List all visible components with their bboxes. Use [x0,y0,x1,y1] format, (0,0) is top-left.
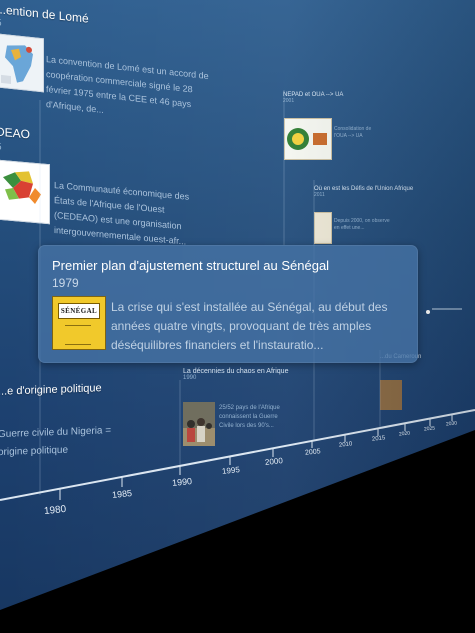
card-description: La crise qui s'est installée au Sénégal,… [111,300,388,352]
axis-line [0,409,475,501]
event-description-chaos: 25/52 pays de l'Afrique connaissent la G… [219,405,280,429]
event-thumbnail-chaos[interactable] [183,402,215,446]
event-year-chaos: 1990 [183,375,197,381]
event-thumbnail-lome[interactable] [0,33,44,93]
card-thumbnail-text-lines [65,325,91,345]
event-marker-dot [426,310,430,314]
nepad-logo-image [287,128,327,150]
axis-label-2020: 2020 [398,430,411,438]
axis-label-1990: 1990 [171,475,193,489]
event-defis[interactable]: Où en est les Défis de l'Union Afrique 2… [314,186,414,198]
card-year: 1979 [52,276,79,290]
event-year-nepad: 2001 [283,98,295,104]
event-title-chaos: La décennies du chaos en Afrique [183,368,289,375]
event-year-cedeao: 5 [0,142,2,153]
event-year-lome: 5 [0,18,2,29]
event-year-defis: 2011 [314,192,325,198]
event-nepad[interactable]: NEPAD et OUA --> UA 2001 [283,92,393,104]
crowd-photo-image [183,402,215,446]
axis-label-2000: 2000 [264,456,284,467]
axis-label-1985: 1985 [111,487,133,501]
card-thumbnail[interactable]: SÉNÉGAL [52,296,106,350]
card-title: Premier plan d'ajustement structurel au … [52,258,330,273]
event-thumbnail-cameroun[interactable] [380,380,402,410]
event-popup-card[interactable]: Premier plan d'ajustement structurel au … [38,245,418,363]
axis-label-1995: 1995 [221,465,241,476]
event-title-defis: Où en est les Défis de l'Union Afrique [314,186,414,192]
event-marker-line [432,308,462,310]
africa-map-image [0,34,43,92]
axis-label-2030: 2030 [445,420,458,428]
event-title-nepad: NEPAD et OUA --> UA [283,92,344,98]
event-description-nepad: Consolidation de l'OUA --> UA [334,126,372,139]
event-chaos[interactable]: La décennies du chaos en Afrique 1990 [183,368,303,381]
event-thumbnail-defis[interactable] [314,212,332,244]
event-thumbnail-nepad[interactable] [284,118,332,160]
west-africa-map-image [0,160,49,224]
axis-label-1980: 1980 [43,503,67,518]
event-thumbnail-cedeao[interactable] [0,159,50,225]
card-thumbnail-label: SÉNÉGAL [58,303,100,319]
event-description-defis: Depuis 2000, on observe en effet une... [334,218,390,231]
axis-label-2025: 2025 [423,425,436,433]
